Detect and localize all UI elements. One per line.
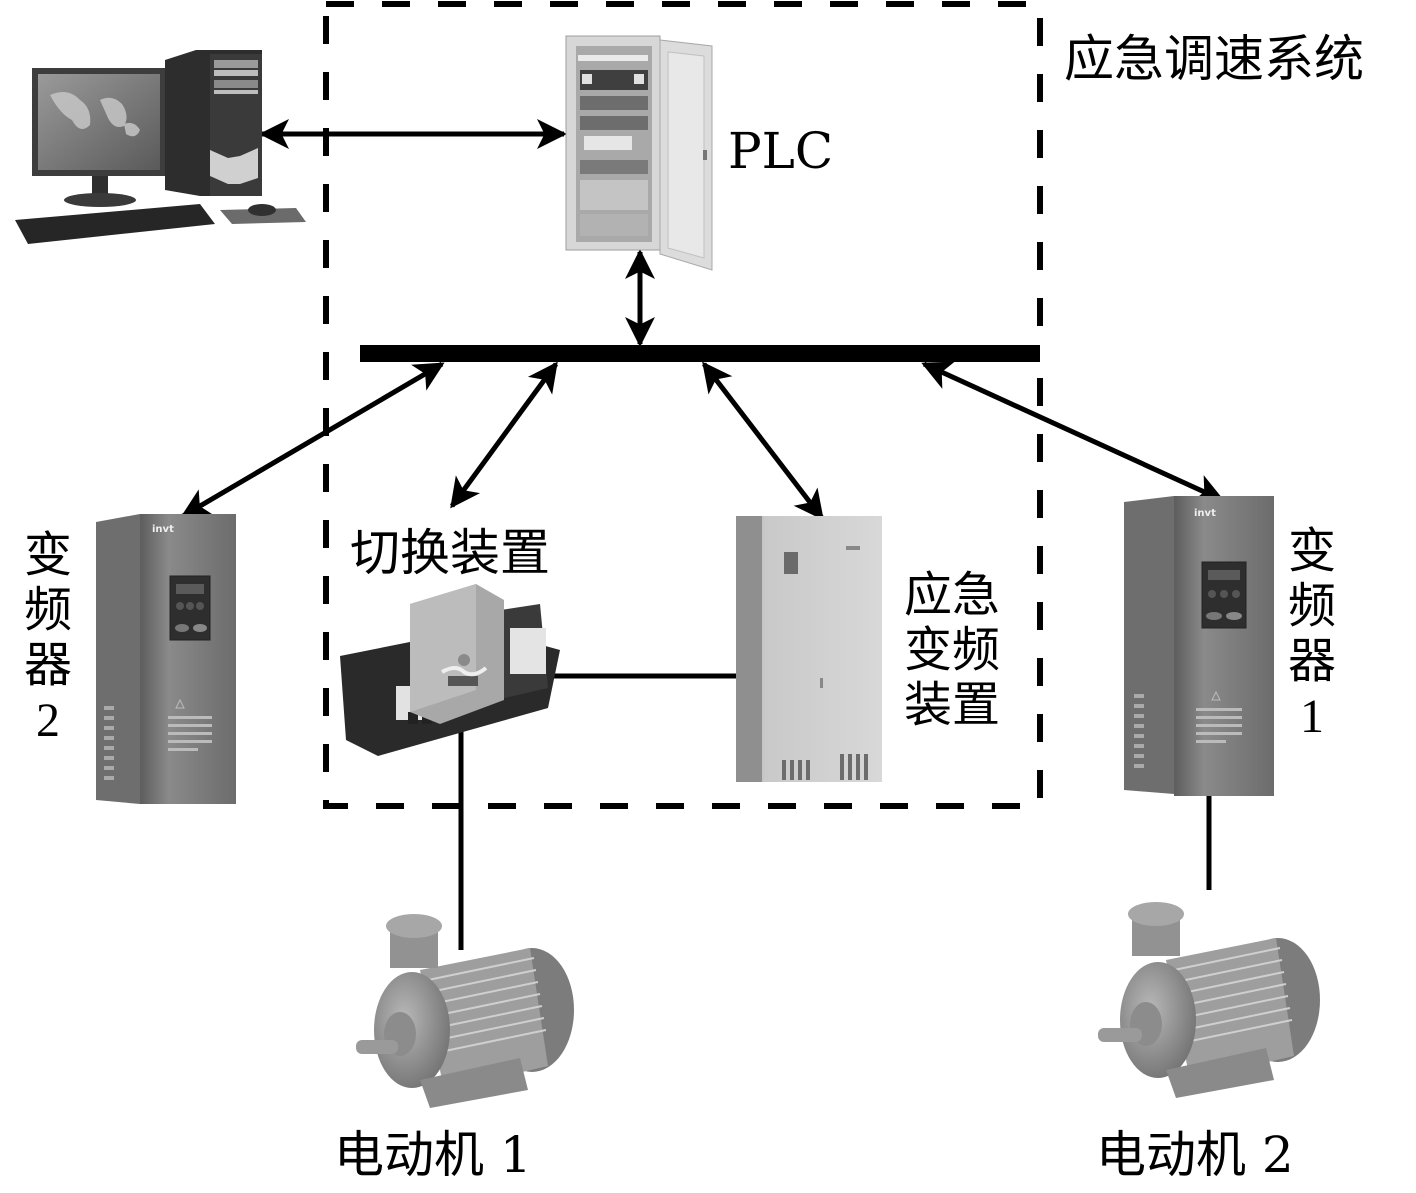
svg-text:invt: invt [152, 524, 174, 535]
vfd2-label-number: 2 [36, 694, 60, 747]
vfd1-label: 变 频 器 1 [1282, 524, 1342, 744]
motor2-label: 电动机 2 [1096, 1126, 1294, 1184]
emergency-vfd-label-line: 变频 [903, 622, 1000, 678]
emergency-vfd-label: 应急 变频 装置 [892, 568, 1012, 733]
vfd2-label-char: 器 [23, 637, 72, 693]
vfd1-label-char: 器 [1287, 633, 1336, 689]
motor-icon-motor1 [356, 914, 574, 1108]
inverter-icon-vfd1: invt [1124, 496, 1274, 796]
vfd2-label-char: 变 [23, 527, 72, 583]
control-cabinet-icon [565, 35, 713, 271]
vfd1-label-number: 1 [1300, 690, 1324, 743]
motor1-label: 电动机 1 [334, 1126, 532, 1184]
emergency-vfd-label-line: 应急 [903, 567, 1000, 623]
vfd1-label-char: 变 [1287, 523, 1336, 579]
edge-bus-switch [449, 361, 559, 509]
edge-bus-vfd2 [180, 361, 445, 519]
plc-label: PLC [728, 122, 834, 180]
edge-bus-emergency-vfd [702, 361, 824, 521]
transfer-switch-icon [340, 584, 560, 756]
desktop-computer-icon [15, 50, 306, 244]
vfd2-label: 变 频 器 2 [18, 528, 78, 748]
inverter-icon-vfd2: invt [96, 514, 236, 804]
edge-bus-vfd1 [921, 361, 1225, 503]
vfd1-label-char: 频 [1287, 578, 1336, 634]
cabinet-inverter-icon [736, 516, 882, 782]
emergency-vfd-label-line: 装置 [903, 677, 1000, 733]
svg-text:invt: invt [1194, 508, 1216, 519]
motor-icon-motor2 [1098, 902, 1320, 1098]
communication-bus [360, 345, 1040, 362]
group-boundary [323, 1, 1043, 809]
group-title: 应急调速系统 [1064, 30, 1364, 88]
switch-device-label: 切换装置 [350, 524, 550, 582]
vfd2-label-char: 频 [23, 582, 72, 638]
